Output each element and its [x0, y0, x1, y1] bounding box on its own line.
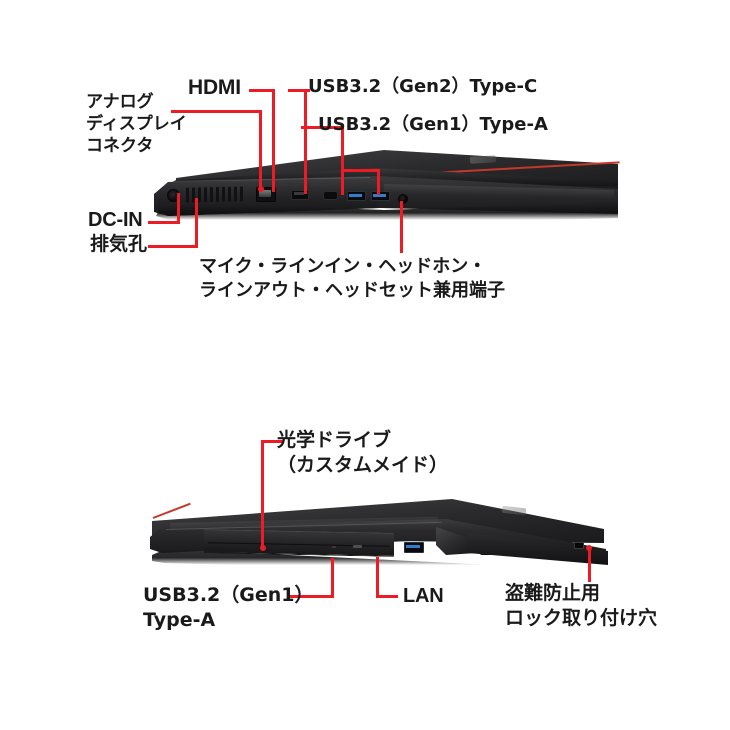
label-security-lock-slot: 盗難防止用 ロック取り付け穴 — [505, 582, 658, 630]
optical-drive-eject-button — [353, 545, 362, 548]
leader-optical-dot — [260, 545, 266, 551]
leader-lock-dot — [586, 545, 592, 551]
optical-drive-led — [332, 546, 336, 548]
label-hdmi: HDMI — [188, 76, 241, 99]
usb-type-a-port-1-insert — [349, 194, 362, 197]
leader-vent-v — [195, 198, 198, 248]
leader-usb-a-v1 — [341, 169, 344, 195]
leader-audio-v — [400, 201, 403, 253]
leader-usb-a-bracket — [341, 169, 380, 172]
leader-hdmi-h — [249, 89, 275, 92]
laptop-top-illustration — [148, 150, 620, 228]
exhaust-vent-grille — [184, 185, 248, 204]
label-lan: LAN — [403, 585, 444, 607]
label-usb-type-a: USB3.2（Gen1）Type-A — [318, 114, 548, 135]
hdmi-port — [291, 190, 309, 200]
usb-type-a-port-bottom-insert — [406, 545, 420, 548]
leader-hdmi-v — [272, 89, 275, 192]
label-analog-display-connector: アナログ ディスプレイ コネクタ — [86, 92, 187, 156]
label-usb-type-c: USB3.2（Gen2）Type-C — [308, 76, 538, 97]
leader-lan-h — [376, 595, 398, 598]
leader-dcin-h — [148, 221, 180, 224]
hdmi-port-inner — [294, 192, 304, 195]
leader-usb-a-h — [301, 126, 344, 129]
leader-vent-h — [148, 245, 198, 248]
audio-combo-jack-port — [398, 194, 408, 204]
laptop-bottom-illustration — [150, 495, 620, 575]
label-optical-drive: 光学ドライブ （カスタムメイド） — [277, 429, 449, 477]
laptop-bottom-edge — [156, 202, 618, 220]
leader-usb-bottom-v — [331, 558, 334, 597]
label-exhaust-vent: 排気孔 — [90, 233, 148, 255]
usb-type-c-port — [323, 191, 338, 200]
leader-usb-c-h — [288, 89, 310, 92]
label-audio-combo-jack: マイク・ラインイン・ヘッドホン・ ラインアウト・ヘッドセット兼用端子 — [199, 256, 505, 301]
leader-optical-v — [261, 440, 264, 550]
analog-display-port-inner — [259, 190, 271, 197]
leader-usb-bottom-h — [290, 595, 334, 598]
leader-analog-display-v — [259, 110, 262, 190]
lid-logo — [469, 155, 497, 164]
leader-dcin-v — [177, 193, 180, 224]
lid-red-trim-2 — [152, 502, 191, 519]
usb-type-a-port-2-insert — [373, 194, 386, 197]
leader-optical-h — [262, 440, 284, 443]
leader-usb-a-v — [341, 126, 344, 171]
leader-usb-c-v — [304, 89, 307, 194]
label-dc-in: DC-IN — [88, 209, 143, 231]
leader-analog-display-h — [171, 110, 262, 113]
leader-analog-display-dot — [258, 186, 264, 192]
label-usb-type-a-bottom: USB3.2（Gen1） Type-A — [143, 584, 314, 632]
leader-lan-v — [376, 557, 379, 597]
leader-usb-a-v2 — [377, 169, 380, 195]
leader-lock-v — [588, 548, 591, 582]
security-lock-slot — [574, 542, 584, 549]
